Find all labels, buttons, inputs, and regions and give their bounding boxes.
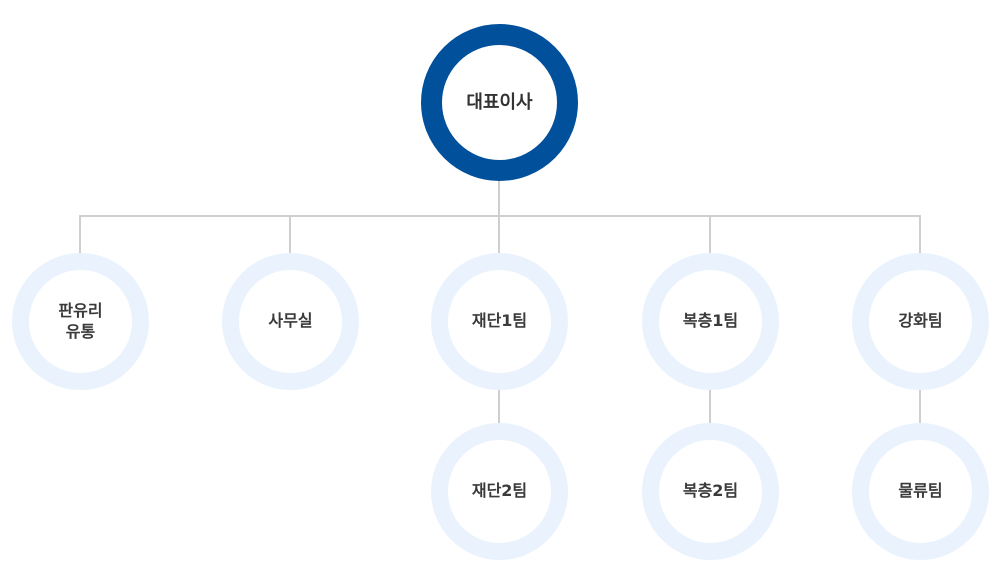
dept-node-4-label: 복층1팀 (682, 311, 739, 331)
drop-line-4 (709, 215, 711, 253)
sub-node-4-label: 복층2팀 (682, 481, 739, 501)
dept-node-4: 복층1팀 (642, 253, 779, 390)
horizontal-bus-line (79, 215, 921, 217)
dept-node-1: 판유리 유통 (12, 253, 149, 390)
sub-node-3: 재단2팀 (431, 423, 568, 560)
dept-node-1-label: 판유리 유통 (58, 300, 103, 341)
sub-node-5-label: 물류팀 (898, 481, 943, 501)
dept-node-5-label: 강화팀 (898, 311, 943, 331)
dept-node-2: 사무실 (222, 253, 359, 390)
dept-node-3-label: 재단1팀 (471, 311, 528, 331)
drop-line-3 (498, 215, 500, 253)
sub-line-5 (919, 389, 921, 423)
drop-line-2 (289, 215, 291, 253)
sub-line-4 (709, 389, 711, 423)
dept-node-3: 재단1팀 (431, 253, 568, 390)
root-node: 대표이사 (421, 24, 578, 181)
drop-line-5 (919, 215, 921, 253)
dept-node-5: 강화팀 (852, 253, 989, 390)
sub-node-5: 물류팀 (852, 423, 989, 560)
sub-node-4: 복층2팀 (642, 423, 779, 560)
root-stem-line (498, 181, 500, 216)
sub-node-3-label: 재단2팀 (471, 481, 528, 501)
drop-line-1 (79, 215, 81, 253)
root-node-label: 대표이사 (466, 91, 533, 113)
dept-node-2-label: 사무실 (268, 311, 313, 331)
sub-line-3 (498, 389, 500, 423)
